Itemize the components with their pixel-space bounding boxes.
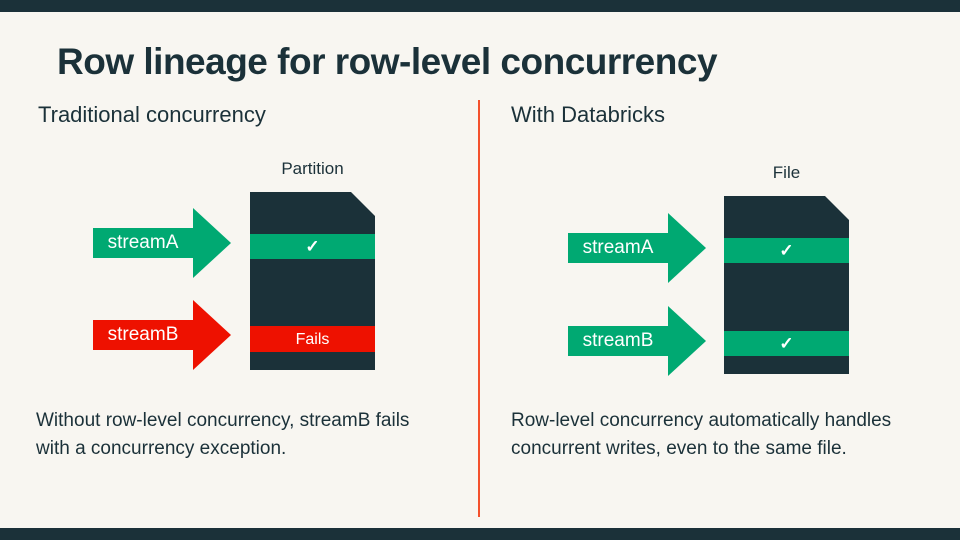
slide-title: Row lineage for row-level concurrency: [57, 41, 718, 82]
partition-label: Partition: [281, 159, 344, 178]
stripe-streamA-result: ✓: [724, 238, 849, 263]
top-accent-bar: [0, 0, 960, 12]
streamA-arrow-label: streamA: [107, 232, 179, 253]
right-column-header: With Databricks: [511, 102, 666, 127]
streamA-arrow: streamA: [93, 228, 193, 258]
stripe-streamB-result: ✓: [724, 331, 849, 356]
file-label: File: [772, 163, 801, 182]
check-icon: ✓: [305, 237, 320, 256]
streamA-arrowhead-icon: [193, 208, 231, 278]
streamA-arrowhead-icon: [668, 213, 706, 283]
streamB-arrow-label: streamB: [582, 330, 654, 351]
fails-label: Fails: [295, 330, 330, 348]
bottom-accent-bar: [0, 528, 960, 540]
streamB-arrow: streamB: [93, 320, 193, 350]
partition-block: ✓ Fails: [250, 192, 375, 370]
streamA-arrow: streamA: [568, 233, 668, 263]
streamB-arrow-label: streamB: [107, 324, 179, 345]
check-icon: ✓: [779, 241, 794, 260]
left-caption: Without row-level concurrency, streamB f…: [36, 410, 410, 459]
streamB-arrowhead-icon: [668, 306, 706, 376]
left-column-header: Traditional concurrency: [38, 102, 266, 127]
streamB-arrowhead-icon: [193, 300, 231, 370]
streamB-arrow: streamB: [568, 326, 668, 356]
stripe-streamB-result: Fails: [250, 326, 375, 352]
stripe-streamA-result: ✓: [250, 234, 375, 259]
check-icon: ✓: [779, 334, 794, 353]
file-block: ✓ ✓: [724, 196, 849, 374]
right-caption: Row-level concurrency automatically hand…: [511, 410, 892, 459]
streamA-arrow-label: streamA: [582, 237, 654, 258]
column-divider: [478, 100, 480, 517]
